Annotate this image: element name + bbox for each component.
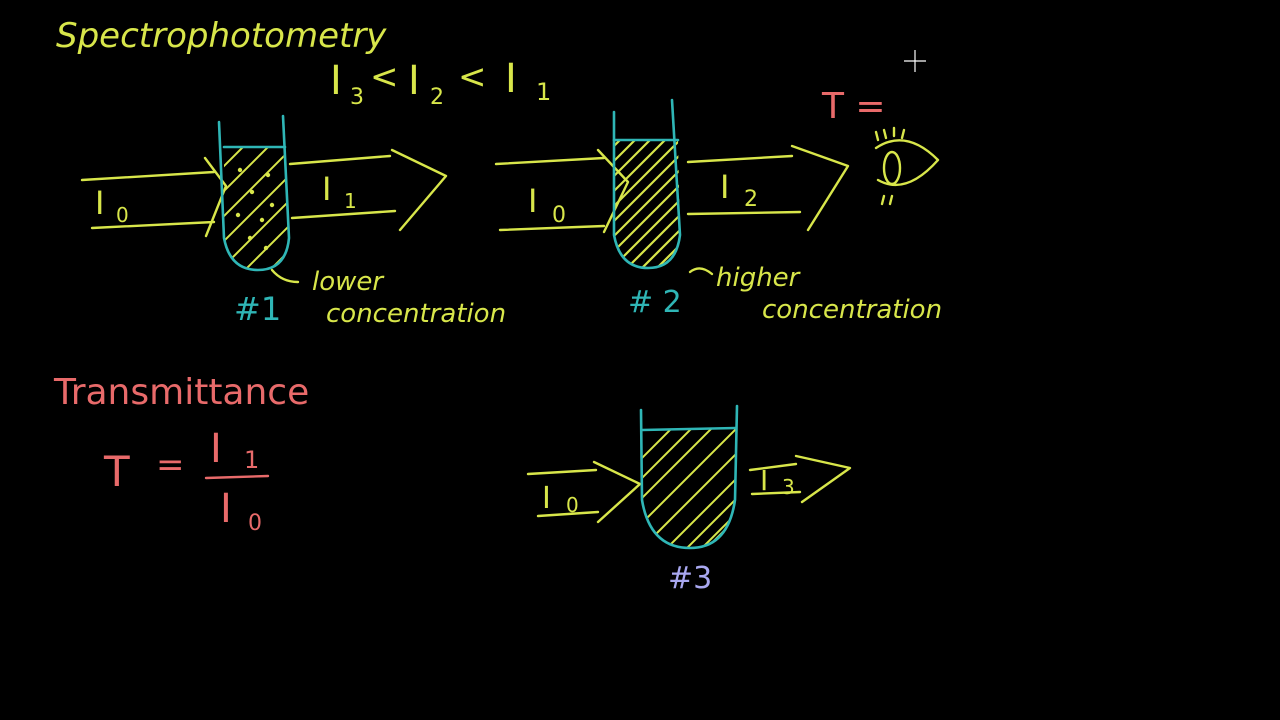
eye-t-label: T = bbox=[821, 86, 886, 127]
sample-2-note-line1: higher bbox=[716, 263, 802, 293]
intensity-ordering: I 3 < I 2 < I 1 bbox=[330, 56, 551, 110]
ordering-b: I bbox=[408, 58, 420, 104]
sample-3-in-sub: 0 bbox=[566, 493, 579, 517]
sample-2-note-line2: concentration bbox=[762, 295, 942, 325]
title: Spectrophotometry bbox=[56, 16, 387, 56]
transmittance-definition: Transmittance T = I 1 I 0 bbox=[53, 372, 309, 536]
cuvette-2 bbox=[612, 98, 682, 270]
sample-2-in-label: I bbox=[528, 182, 537, 220]
sample-3-diagram: I 0 I 3 #3 bbox=[526, 404, 852, 596]
incident-beam-1 bbox=[80, 156, 228, 238]
sample-1-out-sub: 1 bbox=[344, 189, 357, 213]
ordering-b-sub: 2 bbox=[430, 85, 444, 110]
sample-3-in-label: I bbox=[542, 481, 551, 516]
ordering-a-sub: 3 bbox=[350, 85, 364, 110]
sample-2-diagram: I 0 I 2 higher concentration # 2 bbox=[494, 98, 942, 325]
sample-3-number: #3 bbox=[668, 561, 712, 596]
sample-1-note-line1: lower bbox=[312, 267, 385, 297]
sample-1-note-line2: concentration bbox=[326, 299, 506, 329]
sample-2-out-label: I bbox=[720, 168, 729, 206]
sample-2-number: # 2 bbox=[628, 285, 682, 320]
transmittance-denominator-sub: 0 bbox=[248, 511, 262, 536]
ordering-c: I bbox=[505, 56, 517, 102]
incident-beam-2 bbox=[494, 148, 630, 234]
fraction-bar bbox=[204, 474, 270, 480]
eye-icon bbox=[874, 126, 940, 206]
sample-1-in-sub: 0 bbox=[116, 203, 129, 227]
sample-3-out-label: I bbox=[760, 464, 768, 497]
transmitted-beam-2 bbox=[686, 144, 850, 232]
cuvette-1 bbox=[217, 114, 291, 272]
sample-2-in-sub: 0 bbox=[552, 203, 566, 228]
cuvette-1-fill bbox=[224, 147, 289, 270]
sample-1-diagram: I 0 I 1 lower concentration #1 bbox=[80, 114, 506, 329]
ordering-lt2: < bbox=[458, 57, 487, 97]
cuvette-3-fill bbox=[642, 428, 736, 548]
sample-1-number: #1 bbox=[234, 290, 281, 328]
sample-1-in-label: I bbox=[95, 184, 104, 222]
crosshair-cursor-icon bbox=[904, 50, 926, 72]
transmitted-beam-1 bbox=[288, 148, 448, 232]
sample-2-out-sub: 2 bbox=[744, 187, 758, 212]
transmittance-numerator: I bbox=[210, 426, 222, 472]
transmittance-denominator: I bbox=[220, 486, 232, 532]
ordering-c-sub: 1 bbox=[536, 78, 551, 106]
cuvette-3 bbox=[639, 404, 739, 550]
transmittance-heading: Transmittance bbox=[53, 372, 309, 413]
ordering-a: I bbox=[330, 58, 342, 104]
sample-3-out-sub: 3 bbox=[782, 475, 795, 499]
transmittance-numerator-sub: 1 bbox=[244, 446, 259, 474]
transmitted-beam-3 bbox=[748, 454, 852, 504]
incident-beam-3 bbox=[526, 460, 642, 524]
sample-1-out-label: I bbox=[322, 170, 331, 208]
ordering-lt1: < bbox=[370, 57, 399, 97]
transmittance-lhs: T bbox=[103, 447, 130, 496]
transmittance-equals: = bbox=[156, 445, 185, 485]
